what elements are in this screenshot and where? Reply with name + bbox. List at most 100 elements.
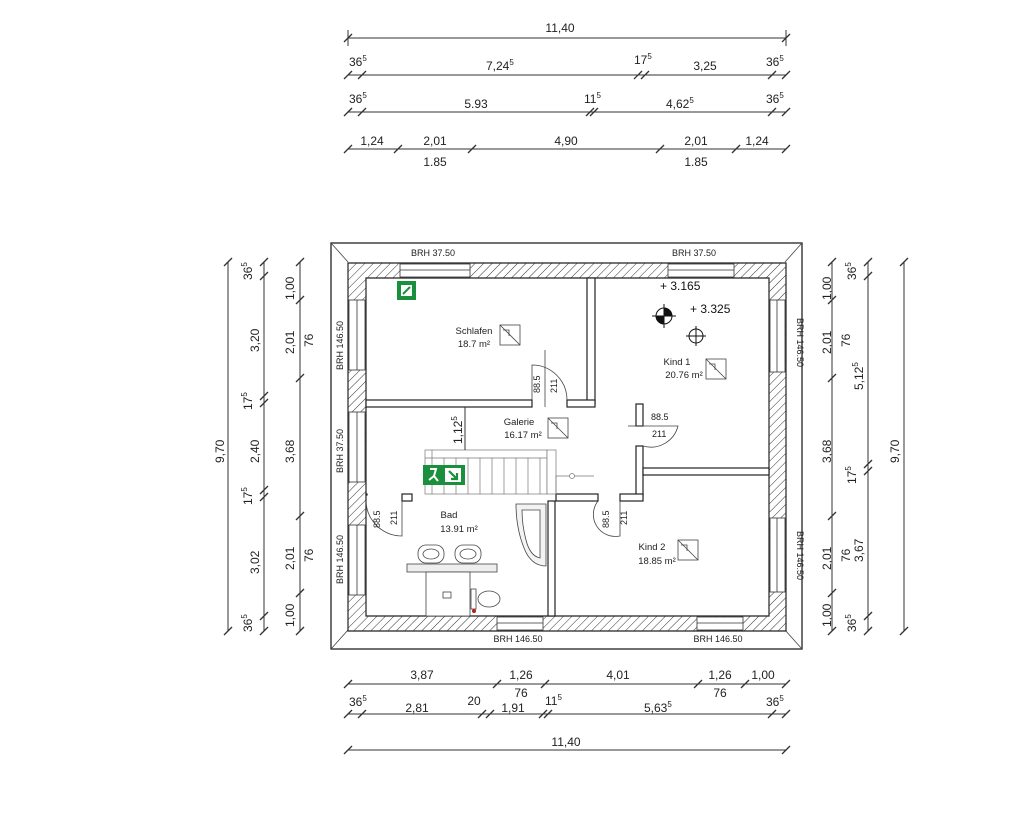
left-outer-5: 3,02 (248, 550, 262, 574)
top-r4-sub-left: 1.85 (423, 155, 447, 169)
door-bad-height: 211 (389, 511, 399, 525)
room-name-schlafen: Schlafen (456, 326, 493, 337)
top-r4-c: 4,90 (554, 134, 578, 148)
top-overall-dim: 11,40 (545, 21, 574, 35)
top-r4-e: 1,24 (745, 134, 769, 148)
top-r2-a: 365 (349, 54, 367, 69)
left-inner-4: 1,00 (283, 603, 297, 627)
exterior-wall (347, 262, 787, 632)
right-outer-3: 3,67 (852, 538, 866, 562)
right-inner-sub-1: 76 (839, 548, 853, 562)
left-inner-0: 1,00 (283, 276, 297, 300)
right-outer-4: 365 (844, 614, 859, 632)
left-overall-dim: 9,70 (213, 439, 227, 463)
top-r4-a: 1,24 (360, 134, 384, 148)
bot-r1-d: 1,26 (708, 668, 732, 682)
right-inner-1: 2,01 (820, 330, 834, 354)
brh-right-lower: BRH 146.50 (795, 531, 805, 580)
right-inner-3: 2,01 (820, 546, 834, 570)
door-schlafen-width: 88.5 (532, 375, 542, 393)
bot-r2-d: 1,91 (501, 701, 525, 715)
left-outer-6: 365 (240, 614, 255, 632)
room-area-kind1: 20.76 m² (665, 370, 703, 381)
top-r2-d: 3,25 (693, 59, 717, 73)
right-overall-dim: 9,70 (888, 439, 902, 463)
elevation-lower: + 3.325 (690, 302, 731, 316)
right-inner-sub-0: 76 (839, 333, 853, 347)
top-r2-c: 175 (634, 52, 652, 67)
room-name-kind2: Kind 2 (639, 542, 666, 553)
top-r3-a: 365 (349, 91, 367, 106)
top-r4-d: 2,01 (684, 134, 708, 148)
left-outer-1: 3,20 (248, 328, 262, 352)
room-area-schlafen: 18.7 m² (458, 339, 490, 350)
right-outer-0: 365 (844, 262, 859, 280)
right-dimension-chains: 1,00 2,01 76 3,68 2,01 76 1,00 365 5,125… (820, 257, 909, 636)
room-area-kind2: 18.85 m² (638, 556, 676, 567)
bot-r2-b: 2,81 (405, 701, 429, 715)
bot-r1-d-sub: 76 (713, 686, 727, 700)
room-name-bad: Bad (441, 510, 458, 521)
door-kind2-height: 211 (619, 511, 629, 525)
left-outer-4: 175 (240, 487, 255, 505)
bot-r1-b-sub: 76 (514, 686, 528, 700)
right-inner-0: 1,00 (820, 276, 834, 300)
brh-right-upper: BRH 146.50 (795, 318, 805, 367)
top-r2-e: 365 (766, 54, 784, 69)
left-inner-3: 2,01 (283, 546, 297, 570)
right-outer-1: 5,125 (851, 362, 866, 390)
top-r3-e: 365 (766, 91, 784, 106)
room-area-galerie: 16.17 m² (504, 430, 542, 441)
bot-r1-a: 3,87 (410, 668, 434, 682)
bottom-dimension-chains: 3,87 1,26 76 4,01 1,26 76 1,00 365 2,81 … (343, 668, 791, 755)
room-area-bad: 13.91 m² (440, 524, 478, 535)
brh-top-left: BRH 37.50 (411, 248, 455, 258)
room-name-galerie: Galerie (504, 417, 535, 428)
right-inner-2: 3,68 (820, 439, 834, 463)
brh-bottom-left: BRH 146.50 (493, 634, 542, 644)
left-dimension-chains: 9,70 365 3,20 175 2,40 175 3,02 365 1,00… (213, 257, 316, 636)
top-r4-sub-right: 1.85 (684, 155, 708, 169)
room-name-kind1: Kind 1 (664, 357, 691, 368)
elevation-markers (652, 304, 706, 346)
bot-r2-c: 20 (467, 694, 481, 708)
top-r3-b: 5.93 (464, 97, 488, 111)
left-outer-2: 175 (240, 392, 255, 410)
brh-left-upper: BRH 146.50 (335, 321, 345, 370)
left-outer-0: 365 (240, 262, 255, 280)
door-schlafen-height: 211 (549, 379, 559, 393)
left-inner-2: 3,68 (283, 439, 297, 463)
right-outer-2: 175 (844, 466, 859, 484)
top-r3-c: 115 (584, 91, 601, 106)
svg-text:1,125: 1,125 (450, 416, 465, 444)
building: + 3.165 + 3.325 Schlafen 18.7 m² Kind 1 … (330, 242, 805, 650)
top-r3-d: 4,625 (666, 96, 694, 111)
brh-top-right: BRH 37.50 (672, 248, 716, 258)
exit-sign-upper (397, 281, 416, 300)
bot-r1-e: 1,00 (751, 668, 775, 682)
room-symbols (499, 324, 727, 561)
bot-r1-b: 1,26 (509, 668, 533, 682)
galerie-width-dim: 1,125 (450, 407, 466, 450)
door-kind2-width: 88.5 (601, 510, 611, 528)
bot-r1-c: 4,01 (606, 668, 630, 682)
door-bad-width: 88.5 (372, 510, 382, 528)
brh-left-lower: BRH 146.50 (335, 535, 345, 584)
left-outer-3: 2,40 (248, 439, 262, 463)
top-r2-b: 7,245 (486, 58, 514, 73)
door-kind1-width: 88.5 (651, 412, 669, 422)
door-kind1-height: 211 (652, 429, 666, 439)
brh-bottom-right: BRH 146.50 (693, 634, 742, 644)
top-dimension-chains: 11,40 365 7,245 175 3,25 365 365 5.93 11… (343, 21, 791, 169)
bathroom-fixtures (406, 503, 547, 617)
elevation-upper: + 3.165 (660, 279, 701, 293)
left-inner-sub-0: 76 (302, 333, 316, 347)
top-r4-b: 2,01 (423, 134, 447, 148)
bot-r2-a: 365 (349, 694, 367, 709)
brh-left-middle: BRH 37.50 (335, 429, 345, 473)
right-inner-4: 1,00 (820, 603, 834, 627)
exit-sign-lower (423, 465, 465, 485)
left-inner-1: 2,01 (283, 330, 297, 354)
bot-r2-e: 115 (545, 693, 562, 708)
